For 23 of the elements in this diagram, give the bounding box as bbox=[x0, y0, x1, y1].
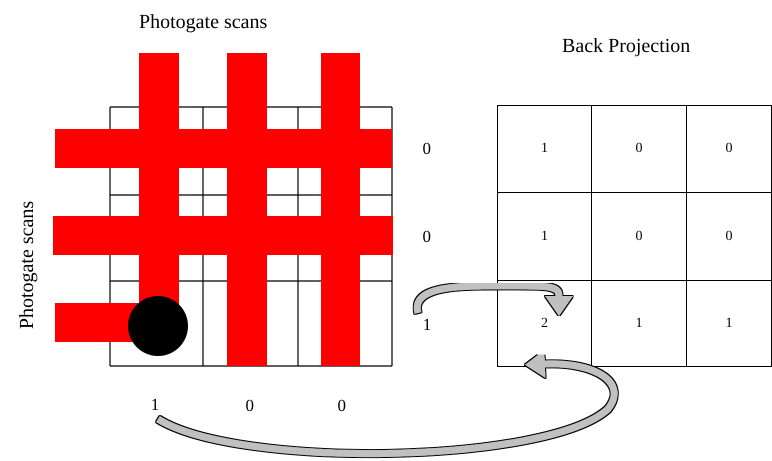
heading: Photogate scans bbox=[139, 12, 268, 32]
grid-cell bbox=[497, 280, 592, 367]
grid-cell bbox=[497, 105, 592, 193]
curved-arrow bbox=[156, 350, 618, 457]
scan-value: 0 bbox=[246, 396, 254, 414]
axis-title: Photogate scans bbox=[17, 200, 38, 330]
cell-value: 0 bbox=[726, 141, 732, 157]
heading: Back Projection bbox=[562, 36, 690, 56]
cell-value: 1 bbox=[541, 228, 548, 244]
cell-value: 0 bbox=[636, 228, 642, 244]
scan-value: 1 bbox=[420, 315, 434, 335]
cell-value: 0 bbox=[636, 141, 642, 157]
cell-value: 0 bbox=[726, 228, 732, 244]
cell-value: 1 bbox=[726, 316, 732, 332]
scan-value: 0 bbox=[422, 228, 431, 244]
cell-value: 2 bbox=[541, 316, 548, 332]
scan-value: 1 bbox=[148, 395, 162, 415]
scan-value: 0 bbox=[338, 396, 346, 414]
cell-value: 1 bbox=[541, 141, 548, 157]
grid-cell bbox=[686, 280, 772, 367]
scan-value: 0 bbox=[422, 140, 431, 156]
grid-cell bbox=[686, 105, 772, 193]
cell-value: 1 bbox=[636, 316, 642, 332]
